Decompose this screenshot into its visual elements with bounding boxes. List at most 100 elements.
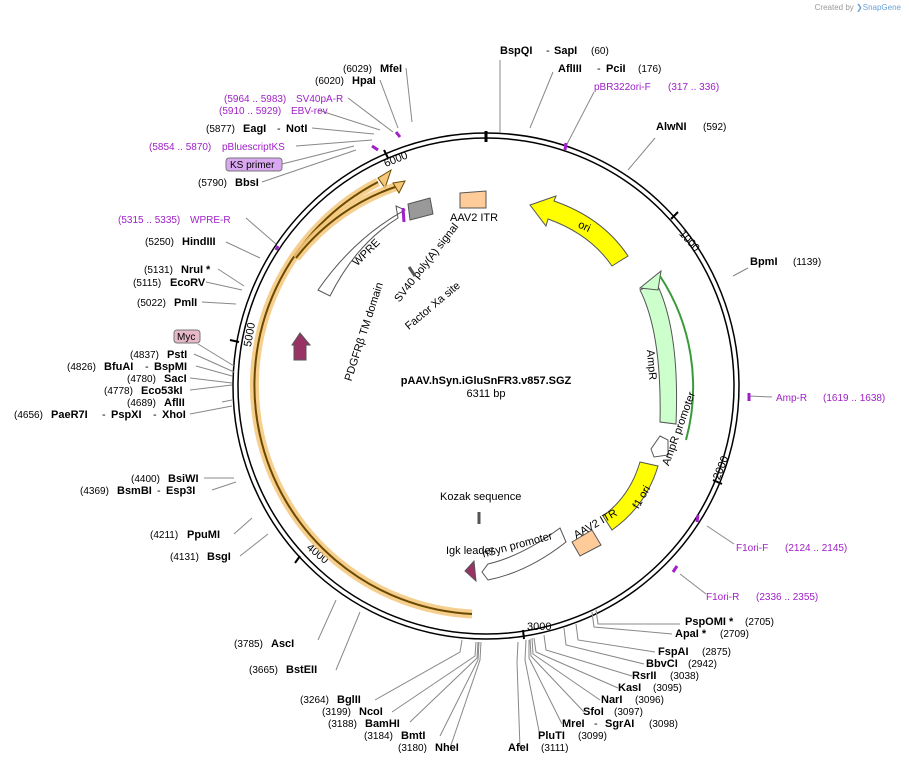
leader-bsteii <box>335 611 361 671</box>
site-mrei: MreI <box>562 718 585 730</box>
leader-hpai <box>379 79 399 129</box>
leader-sv40pa-r <box>347 97 394 133</box>
leader-bpmi <box>732 267 749 277</box>
site-afei-pos: (3111) <box>541 743 568 754</box>
site-nrui-pos: (5131) <box>144 265 173 276</box>
site-labels-top-right: BspQI - SapI (60) AflIII - PciI (176) pB… <box>500 45 885 603</box>
site-bamhi-pos: (3188) <box>328 719 357 730</box>
leader-pspomi <box>595 609 680 625</box>
leader-afei <box>516 641 521 749</box>
site-bsiwi-pos: (4400) <box>131 474 160 485</box>
pblueskriptks-mark <box>371 144 379 152</box>
site-saci: SacI <box>164 373 187 385</box>
site-nhei: NheI <box>435 742 459 754</box>
leader-bsgi <box>239 533 269 557</box>
site-bfuai-pos: (4826) <box>67 362 96 373</box>
leader-alwni <box>627 137 656 171</box>
site-ncoi: NcoI <box>359 706 383 718</box>
site-eagi-pos: (5877) <box>206 124 235 135</box>
site-eagi: EagI <box>243 123 266 135</box>
pdgfr-tm-arrow <box>291 332 312 361</box>
site-fspai: FspAI <box>658 646 689 658</box>
site-noti: NotI <box>286 123 307 135</box>
leader-kasi <box>533 637 619 689</box>
site-apai-pos: (2709) <box>720 629 749 640</box>
aav2-itr-top-label: AAV2 ITR <box>450 212 498 224</box>
leader-f1ori-r <box>679 573 707 595</box>
leader-ncoi <box>391 641 477 713</box>
tick-6000-mark <box>383 149 389 159</box>
leader-ecorv <box>205 281 243 291</box>
ks-primer-badge <box>225 157 283 172</box>
credit-prefix: Created by <box>814 3 854 12</box>
site-hpai-pos: (6020) <box>315 76 344 87</box>
primer-f1ori-f-range: (2124 .. 2145) <box>785 543 847 554</box>
leader-nari <box>531 637 601 701</box>
primer-ebv-rev: EBV-rev <box>291 106 328 117</box>
leader-paer7i <box>189 405 233 415</box>
site-bamhi: BamHI <box>365 718 400 730</box>
sv40pa-r-mark <box>394 131 402 138</box>
site-labels-bottom-left: (3180) NheI (3184) BmtI (3188) BamHI (31… <box>80 473 459 754</box>
tick-1000-mark <box>670 211 679 220</box>
leader-aflii <box>221 399 233 403</box>
site-nari: NarI <box>601 694 622 706</box>
site-bbvci: BbvCI <box>646 658 678 670</box>
inner-orange-arc-outline <box>295 185 399 259</box>
leader-myc <box>197 343 235 367</box>
site-psti: PstI <box>167 349 187 361</box>
leader-saci <box>189 377 233 384</box>
site-paer7i-dash: - <box>102 409 106 421</box>
plasmid-size: 6311 bp <box>467 388 506 400</box>
wpre-r-primer-mark <box>274 245 280 251</box>
aav2-itr-top-box <box>459 190 487 209</box>
site-afliii-dash: - <box>597 63 601 75</box>
site-paer7i: PaeR7I <box>51 409 88 421</box>
ampr-label: AmpR <box>644 349 659 381</box>
site-nhei-pos: (3180) <box>398 743 427 754</box>
leader-pbr322ori-f <box>565 91 595 147</box>
site-pmli: PmlI <box>174 297 197 309</box>
igluSnFR-cds-arrowhead <box>377 168 392 190</box>
leader-asci <box>317 599 337 641</box>
leader-bglii <box>374 639 463 701</box>
site-esp3i: Esp3I <box>166 485 195 497</box>
leader-fspai <box>575 623 656 653</box>
site-eco53ki: Eco53kI <box>141 385 183 397</box>
leader-nhei <box>449 641 482 749</box>
leader-rsrii <box>543 634 633 677</box>
site-pspomi: PspOMI * <box>685 616 734 628</box>
sv40-polya-box <box>407 197 434 221</box>
site-asci-pos: (3785) <box>234 639 263 650</box>
primer-amp-r-range: (1619 .. 1638) <box>823 393 885 404</box>
snapgene-credit: Created by ❯SnapGene <box>815 3 901 12</box>
site-aflii: AflII <box>164 397 185 409</box>
site-bspqi-pos: (60) <box>591 46 609 57</box>
site-pspomi-pos: (2705) <box>745 617 774 628</box>
leader-bbvci <box>563 627 645 665</box>
site-sfoi: SfoI <box>583 706 604 718</box>
factor-xa-mark <box>407 266 417 277</box>
pdgfr-tm-label: PDGFRβ TM domain <box>343 281 386 383</box>
inner-orange-arrowhead <box>392 180 406 195</box>
site-bsgi: BsgI <box>207 551 231 563</box>
site-bbvci-pos: (2942) <box>688 659 717 670</box>
leader-eagi <box>311 127 375 135</box>
site-ppumi: PpuMI <box>187 529 220 541</box>
primer-pblueskriptks-range: (5854 .. 5870) <box>149 142 211 153</box>
insert-features <box>249 168 473 619</box>
site-bsgi-pos: (4131) <box>170 552 199 563</box>
site-bglii-pos: (3264) <box>300 695 329 706</box>
tick-2000: 2000 <box>711 454 731 481</box>
site-bpmi-pos: (1139) <box>793 257 821 268</box>
site-bsmbi: BsmBI <box>117 485 152 497</box>
f1ori-r-mark <box>671 565 679 573</box>
site-bfuai: BfuAI <box>104 361 133 373</box>
tick-3000-mark <box>522 629 525 640</box>
site-mrei-dash: - <box>594 718 598 730</box>
site-kasi-pos: (3095) <box>653 683 682 694</box>
plasmid-name: pAAV.hSyn.iGluSnFR3.v857.SGZ <box>401 375 572 387</box>
site-xhoi: XhoI <box>162 409 186 421</box>
leader-ppumi <box>233 517 253 535</box>
